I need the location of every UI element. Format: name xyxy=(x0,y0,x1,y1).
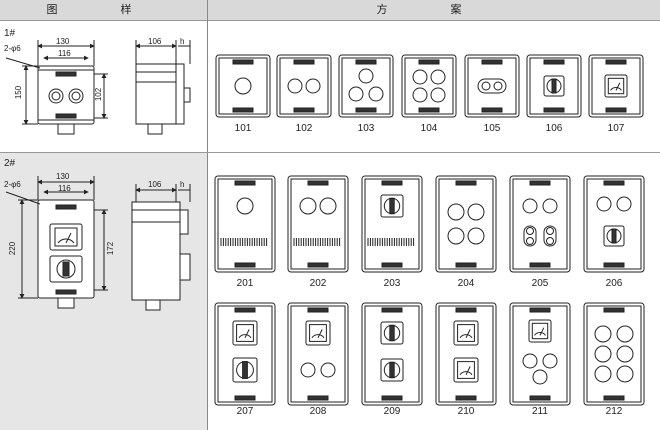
panel-207 xyxy=(214,302,276,406)
panel-label-204: 204 xyxy=(457,278,475,289)
group-1-side-view xyxy=(135,40,191,135)
g1-width-inner: 116 xyxy=(58,49,71,58)
group-1-label: 1# xyxy=(4,28,16,39)
g1-holes: 2-φ6 xyxy=(4,44,21,53)
g2-h: h xyxy=(180,180,185,189)
panel-label-103: 103 xyxy=(357,123,375,134)
panel-105 xyxy=(464,54,520,118)
panel-101 xyxy=(215,54,271,118)
panel-label-212: 212 xyxy=(605,406,623,417)
group-1-front-view xyxy=(5,40,108,135)
g1-depth: 106 xyxy=(148,37,162,46)
panel-label-211: 211 xyxy=(532,406,548,417)
panel-203 xyxy=(361,175,423,273)
panel-label-104: 104 xyxy=(420,123,438,134)
panel-204 xyxy=(435,175,497,273)
column-divider xyxy=(207,0,208,430)
panel-209 xyxy=(361,302,423,406)
group-2-label: 2# xyxy=(4,158,16,169)
panel-210 xyxy=(435,302,497,406)
panel-208 xyxy=(287,302,349,406)
row-divider xyxy=(0,152,660,153)
group-2-front-view xyxy=(5,176,108,309)
g2-holes: 2-φ6 xyxy=(4,180,21,189)
panel-label-107: 107 xyxy=(607,123,625,134)
g2-width-outer: 130 xyxy=(56,172,70,181)
panel-211 xyxy=(509,302,571,406)
panel-label-105: 105 xyxy=(483,123,501,134)
panel-202 xyxy=(287,175,349,273)
panel-107 xyxy=(588,54,644,118)
panel-label-102: 102 xyxy=(295,123,313,134)
panel-205 xyxy=(509,175,571,273)
g1-h: h xyxy=(180,37,185,46)
panel-104 xyxy=(401,54,457,118)
panel-201 xyxy=(214,175,276,273)
panel-102 xyxy=(276,54,332,118)
header-drawing: 图 样 xyxy=(0,0,208,21)
panel-label-206: 206 xyxy=(605,278,623,289)
panel-label-208: 208 xyxy=(309,406,327,417)
header-scheme: 方 案 xyxy=(208,0,660,21)
panel-label-210: 210 xyxy=(457,406,475,417)
panel-label-202: 202 xyxy=(309,278,327,289)
panel-103 xyxy=(338,54,394,118)
g2-height-inner: 172 xyxy=(106,241,116,256)
panel-212 xyxy=(583,302,645,406)
g1-height-inner: 102 xyxy=(94,87,104,102)
g2-height-outer: 220 xyxy=(8,241,18,256)
panel-label-201: 201 xyxy=(236,278,254,289)
g2-depth: 106 xyxy=(148,180,162,189)
g1-width-outer: 130 xyxy=(56,37,70,46)
panel-label-106: 106 xyxy=(545,123,563,134)
panel-label-205: 205 xyxy=(531,278,549,289)
g2-width-inner: 116 xyxy=(58,184,71,193)
group-2-side-view xyxy=(131,184,191,311)
panel-label-209: 209 xyxy=(383,406,401,417)
panel-label-207: 207 xyxy=(236,406,254,417)
panel-label-203: 203 xyxy=(383,278,401,289)
panel-206 xyxy=(583,175,645,273)
g1-height-outer: 150 xyxy=(14,85,24,100)
panel-106 xyxy=(526,54,582,118)
panel-label-101: 101 xyxy=(234,123,252,134)
